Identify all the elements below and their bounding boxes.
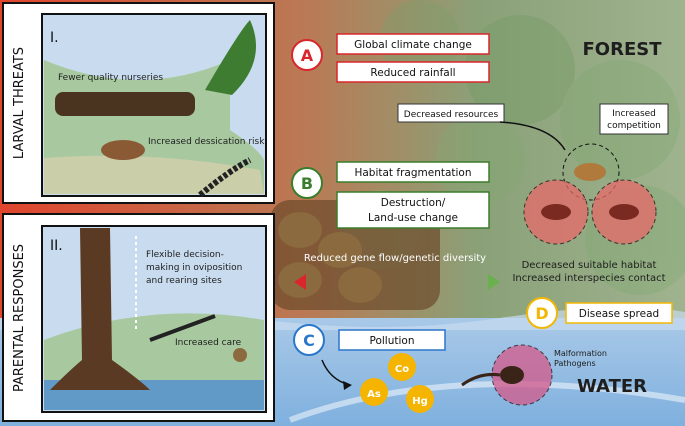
badge-d-letter: D [535, 304, 548, 323]
reduced-rainfall-label: Reduced rainfall [370, 67, 455, 79]
destruction-label: Destruction/ [381, 197, 446, 209]
threat-d-group: D Disease spread [526, 297, 673, 329]
forest-notes: Decreased resources Increased competitio… [397, 103, 669, 284]
gene-flow-group: Reduced gene flow/genetic diversity [294, 253, 500, 290]
badge-b [291, 167, 323, 199]
fewer-nurseries-note: Fewer quality nurseries [58, 73, 163, 83]
gene-flow-arrow-left-head [294, 274, 306, 290]
threat-c-group: C Pollution As Co Hg [293, 324, 446, 413]
water-label: WATER [577, 376, 647, 397]
metal-hg-label: Hg [412, 396, 428, 407]
panel-larval-threats: LARVAL THREATS I. Fewer quality nurserie… [2, 2, 275, 204]
badge-c-letter: C [303, 331, 315, 350]
panel-parental-responses: PARENTAL RESPONSES II. Flexible decision… [2, 213, 275, 422]
tadpole-disease-group: Malformation Pathogens [461, 344, 607, 406]
badge-c [293, 324, 325, 356]
flex-line-1: Flexible decision- [146, 250, 224, 260]
gene-flow-label: Reduced gene flow/genetic diversity [304, 253, 486, 264]
global-climate-change-label: Global climate change [354, 39, 472, 51]
threat-b-group: B Habitat fragmentation Destruction/ Lan… [291, 161, 490, 229]
forest-label: FOREST [583, 39, 663, 60]
larval-threats-label: LARVAL THREATS [12, 47, 27, 159]
threat-a-group: A Global climate change Reduced rainfall [291, 33, 490, 83]
gene-flow-arrow-right-head [488, 274, 500, 290]
panel-ii-numeral: II. [50, 238, 63, 254]
leaf-icon [205, 20, 256, 95]
badge-a [291, 39, 323, 71]
tadpole-icon [500, 366, 524, 384]
flex-line-3: and rearing sites [146, 276, 222, 286]
rotten-log-icon [55, 92, 195, 116]
frog-icon [574, 163, 606, 181]
increased-care-note: Increased care [175, 338, 242, 348]
millipede-icon [198, 157, 252, 198]
metal-as-label: As [367, 389, 381, 400]
competition-line-1: Increased [612, 109, 656, 119]
habitat-fragmentation-label: Habitat fragmentation [354, 167, 471, 179]
pathogens-label: Pathogens [554, 359, 596, 368]
badge-b-letter: B [301, 174, 313, 193]
badge-a-letter: A [301, 46, 314, 65]
parental-responses-label: PARENTAL RESPONSES [12, 244, 27, 392]
resources-arrow [499, 121, 566, 151]
nutshell-icon [101, 140, 145, 160]
panel-i-numeral: I. [50, 30, 59, 46]
habitat-line-1: Decreased suitable habitat [522, 260, 657, 271]
frog-icon-right [609, 204, 639, 220]
dessication-note: Increased dessication risk [148, 137, 265, 147]
bromeliad-leaf-icon [149, 314, 216, 342]
tree-trunk-icon [50, 228, 150, 390]
decreased-resources-label: Decreased resources [404, 110, 499, 120]
metal-co-label: Co [395, 364, 409, 375]
disease-spread-label: Disease spread [579, 308, 659, 320]
malformation-label: Malformation [554, 349, 607, 358]
badge-d [526, 297, 558, 329]
frog-icon-left [541, 204, 571, 220]
metal-co [388, 353, 416, 381]
tadpole-tail [461, 373, 501, 387]
pollution-label: Pollution [370, 335, 415, 347]
frog-carrying-tadpole-icon [233, 348, 247, 362]
metal-hg [406, 385, 434, 413]
land-use-change-label: Land-use change [368, 212, 458, 224]
metal-as [360, 378, 388, 406]
habitat-line-2: Increased interspecies contact [512, 273, 665, 284]
competition-circle [562, 143, 620, 201]
competition-line-2: competition [607, 121, 661, 131]
flex-line-2: making in oviposition [146, 263, 242, 273]
